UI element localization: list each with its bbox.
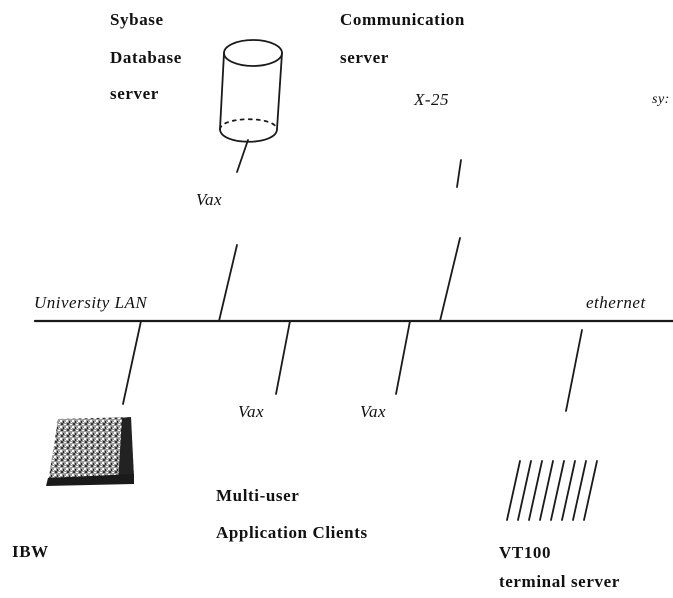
ibw-label: IBW: [12, 542, 49, 561]
vt100-drop-line: [565, 329, 583, 412]
ethernet-label: ethernet: [586, 293, 646, 312]
multi-user-label-line-1: Multi-user: [216, 486, 299, 505]
sybase-server-label-line-3: server: [110, 84, 159, 103]
vax-client-1-label: Vax: [238, 402, 264, 421]
comm-server-label-line-2: server: [340, 48, 389, 67]
vt100-label-line-2: terminal server: [499, 572, 620, 591]
vt100-terminal-lines-icon: [506, 460, 598, 521]
database-cylinder-icon: [219, 39, 283, 173]
multi-user-label-line-2: Application Clients: [216, 523, 368, 542]
sybase-server-label-line-2: Database: [110, 48, 182, 67]
ibw-drop-line: [122, 320, 142, 405]
vt100-label-line-1: VT100: [499, 543, 551, 562]
university-lan-label: University LAN: [34, 293, 148, 312]
comm-server-label-line-1: Communication: [340, 10, 465, 29]
x25-link-line: [456, 159, 462, 188]
vax-server-drop-line: [218, 244, 238, 322]
vax-client-2-label: Vax: [360, 402, 386, 421]
sys-partial-label: sy:: [652, 92, 670, 107]
sybase-server-label-line-1: Sybase: [110, 10, 164, 29]
vax-server-label: Vax: [196, 190, 222, 209]
comm-server-drop-line: [439, 237, 461, 322]
ibw-workstation-icon: [46, 417, 134, 486]
x25-label: X-25: [413, 90, 449, 109]
vax-client-2-drop-line: [395, 320, 411, 395]
vax-client-1-drop-line: [275, 320, 291, 395]
